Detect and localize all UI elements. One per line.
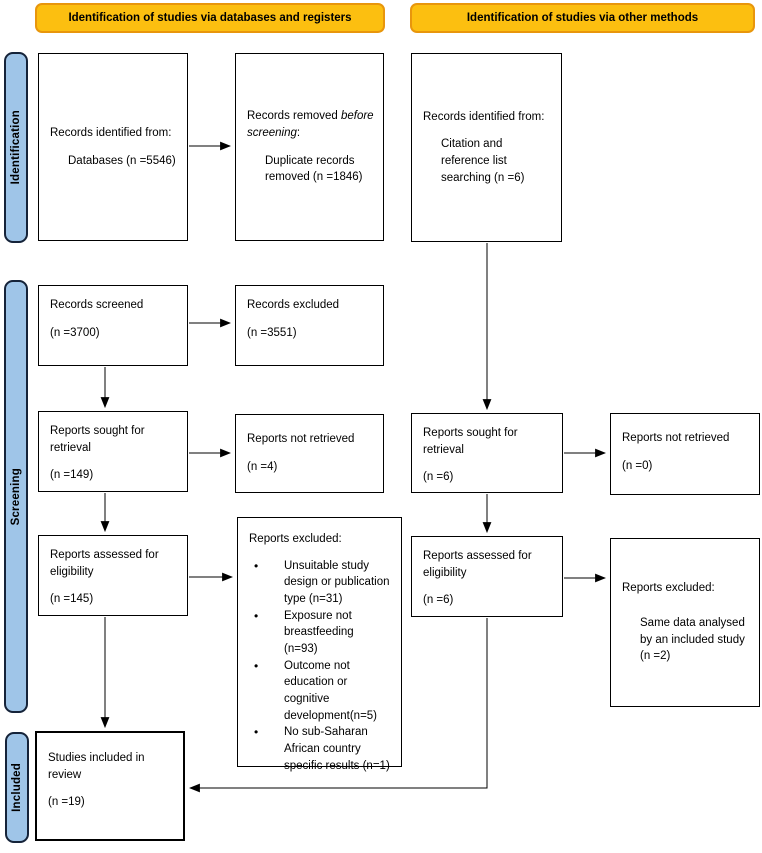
box-count: (n =3551) [247,326,297,339]
exclusion-reason: Unsuitable study design or publication t… [254,558,393,608]
box-label: Records removed before screening: [247,108,375,141]
stage-label-included: Included [5,732,29,843]
box-count: (n =19) [48,796,85,809]
box-label: Reports not retrieved [622,432,730,444]
box-label-lead: Records removed [247,110,341,123]
box-records-identified-databases: Records identified from: Databases (n =5… [38,53,188,241]
box-records-excluded: Records excluded (n =3551) [235,285,384,366]
box-reports-not-retrieved-databases: Reports not retrieved (n =4) [235,414,384,493]
box-label: Records excluded [247,299,340,311]
box-detail: Citation and reference list searching (n… [441,138,525,184]
box-label: Reports assessed for eligibility [50,549,159,578]
box-label: Studies included in review [48,752,145,781]
exclusion-reason: No sub-Saharan African country specific … [254,724,393,774]
box-label-emphasis: before screening [247,110,374,139]
box-label: Records screened [50,299,144,311]
box-studies-included: Studies included in review (n =19) [35,731,185,841]
box-detail: Databases (n =5546) [68,154,176,167]
box-title: Reports excluded: [622,582,715,595]
box-label: Reports sought for retrieval [50,425,145,454]
box-label: Reports not retrieved [247,433,355,445]
box-label: Records identified from: [50,126,172,139]
stage-label-identification: Identification [4,52,28,243]
box-reports-sought-databases: Reports sought for retrieval (n =149) [38,411,188,492]
box-count: (n =6) [423,594,454,607]
stage-label-included-text: Included [11,763,23,812]
exclusion-reason: Outcome not education or cognitive devel… [254,658,393,725]
box-count: (n =0) [622,459,653,472]
box-detail: Duplicate records removed (n =1846) [265,154,363,184]
box-count: (n =4) [247,460,278,473]
exclusion-reason-list: Unsuitable study design or publication t… [249,558,393,775]
box-reports-assessed-databases: Reports assessed for eligibility (n =145… [38,535,188,616]
box-label: Records identified from: [423,110,545,123]
box-reports-assessed-other: Reports assessed for eligibility (n =6) [411,536,563,617]
box-label: Reports sought for retrieval [423,427,518,456]
box-title: Reports excluded: [249,533,342,545]
box-reports-excluded-other: Reports excluded: Same data analysed by … [610,538,760,707]
box-label: Reports assessed for eligibility [423,550,532,579]
stage-label-identification-text: Identification [10,110,22,185]
box-reports-excluded-databases: Reports excluded: Unsuitable study desig… [237,517,402,772]
box-count: (n =149) [50,469,94,482]
box-reports-sought-other: Reports sought for retrieval (n =6) [411,413,563,493]
stage-label-screening: Screening [4,280,28,713]
box-count: (n =3700) [50,326,100,339]
box-count: (n =145) [50,593,94,606]
box-records-removed-before-screening: Records removed before screening: Duplic… [235,53,384,241]
header-databases-registers: Identification of studies via databases … [35,3,385,33]
exclusion-reason: Exposure not breastfeeding (n=93) [254,608,393,658]
header-other-methods: Identification of studies via other meth… [410,3,755,33]
box-label-tail: : [296,126,301,139]
stage-label-screening-text: Screening [10,467,22,526]
box-reports-not-retrieved-other: Reports not retrieved (n =0) [610,413,760,495]
box-count: (n =6) [423,471,454,484]
box-detail: Same data analysed by an included study … [640,616,745,663]
box-records-screened: Records screened (n =3700) [38,285,188,366]
box-records-identified-other: Records identified from: Citation and re… [411,53,562,242]
